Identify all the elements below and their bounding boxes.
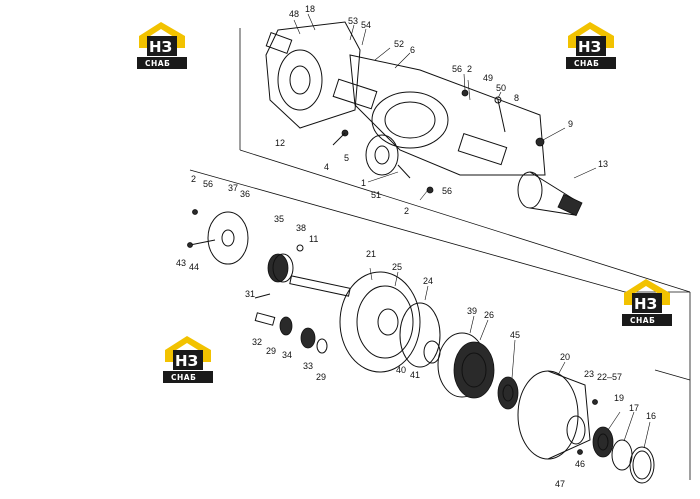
callout: 37 xyxy=(228,183,238,193)
callout: 49 xyxy=(483,73,493,83)
callout: 13 xyxy=(598,159,608,169)
logo-bottom-text: СНАБ xyxy=(145,59,170,68)
callout: 56 xyxy=(442,186,452,196)
logo-bottom-text: СНАБ xyxy=(630,316,655,325)
callout: 44 xyxy=(189,262,199,272)
callout: 48 xyxy=(289,9,299,19)
logo-roof-icon xyxy=(139,22,185,48)
axle-housing-assembly xyxy=(265,21,583,217)
callout: 39 xyxy=(467,306,477,316)
logo-top-text: НЗ xyxy=(149,38,172,56)
callout: 25 xyxy=(392,262,402,272)
assembly-frame xyxy=(189,28,691,480)
callout: 40 xyxy=(396,365,406,375)
brand-logo: НЗ СНАБ xyxy=(622,279,672,326)
callout: 19 xyxy=(614,393,624,403)
callout: 4 xyxy=(324,162,329,172)
callout: 9 xyxy=(568,119,573,129)
callout: 38 xyxy=(296,223,306,233)
logo-badge xyxy=(632,293,662,313)
callout: 33 xyxy=(303,361,313,371)
callout: 29 xyxy=(316,372,326,382)
logo-top-text: НЗ xyxy=(578,38,601,56)
callout: 56 xyxy=(452,64,462,74)
callout: 2 xyxy=(404,206,409,216)
callout: 16 xyxy=(646,411,656,421)
callout: 53 xyxy=(348,16,358,26)
callout: 26 xyxy=(484,310,494,320)
logo-roof-icon xyxy=(568,22,614,48)
callout: 54 xyxy=(361,20,371,30)
callout: 18 xyxy=(305,4,315,14)
callout: 36 xyxy=(240,189,250,199)
brand-logo: НЗ СНАБ xyxy=(137,22,187,69)
callout: 1 xyxy=(361,178,366,188)
logo-badge xyxy=(576,36,606,56)
callout: 41 xyxy=(410,370,420,380)
brand-logo: НЗ СНАБ xyxy=(163,336,213,383)
callout: 31 xyxy=(245,289,255,299)
logo-bottom-bar xyxy=(566,57,616,69)
callout: 34 xyxy=(282,350,292,360)
callout: 6 xyxy=(410,45,415,55)
leader-lines xyxy=(293,13,651,449)
callout: 56 xyxy=(203,179,213,189)
logo-roof-icon xyxy=(165,336,211,362)
callout: 47 xyxy=(555,479,565,489)
callout: 43 xyxy=(176,258,186,268)
callout: 17 xyxy=(629,403,639,413)
callouts: 48 18 53 54 52 6 12 56 2 49 50 8 9 4 5 1… xyxy=(176,4,656,489)
logo-badge xyxy=(173,350,203,370)
callout: 24 xyxy=(423,276,433,286)
callout: 23 xyxy=(584,369,594,379)
callout: 12 xyxy=(275,138,285,148)
callout: 20 xyxy=(560,352,570,362)
callout: 2 xyxy=(467,64,472,74)
callout: 21 xyxy=(366,249,376,259)
callout: 51 xyxy=(371,190,381,200)
callout: 11 xyxy=(309,234,318,244)
callout: 46 xyxy=(575,459,585,469)
callout: 8 xyxy=(514,93,519,103)
callout: 35 xyxy=(274,214,284,224)
logo-top-text: НЗ xyxy=(175,352,198,370)
lower-exploded-parts xyxy=(187,209,655,484)
logo-badge xyxy=(147,36,177,56)
logo-bottom-bar xyxy=(137,57,187,69)
callout: 50 xyxy=(496,83,506,93)
callout: 32 xyxy=(252,337,262,347)
logo-bottom-bar xyxy=(163,371,213,383)
callout: 2 xyxy=(191,174,196,184)
logo-bottom-text: СНАБ xyxy=(574,59,599,68)
logo-bottom-text: СНАБ xyxy=(171,373,196,382)
logo-top-text: НЗ xyxy=(634,295,657,313)
logo-bottom-bar xyxy=(622,314,672,326)
logo-roof-icon xyxy=(624,279,670,305)
callout: 22–57 xyxy=(597,372,622,382)
callout: 52 xyxy=(394,39,404,49)
callout: 29 xyxy=(266,346,276,356)
callout: 45 xyxy=(510,330,520,340)
callout: 5 xyxy=(344,153,349,163)
brand-logo: НЗ СНАБ xyxy=(566,22,616,69)
